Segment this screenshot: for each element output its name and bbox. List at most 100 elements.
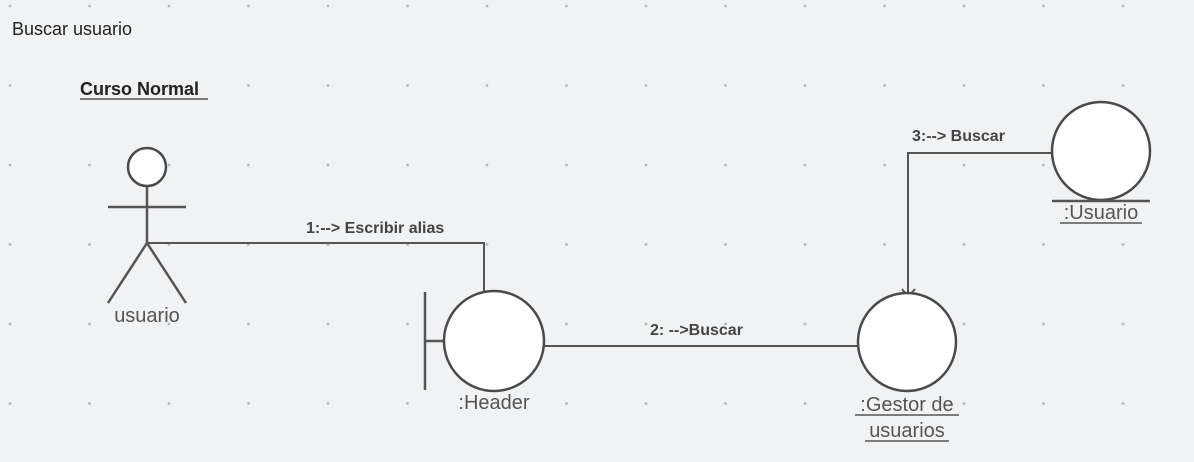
grid-dot: [167, 84, 171, 87]
grid-dot: [803, 84, 807, 87]
grid-dot: [565, 243, 568, 246]
diagram-title: Buscar usuario: [12, 19, 132, 39]
grid-dot: [883, 84, 886, 87]
grid-dot: [803, 243, 807, 246]
grid-dot: [485, 243, 489, 246]
grid-dot: [485, 402, 489, 405]
grid-dot: [962, 402, 966, 405]
grid-dot: [485, 4, 489, 8]
message-1-label: 1:--> Escribir alias: [306, 220, 444, 237]
grid-dot: [88, 322, 91, 326]
grid-dot: [724, 243, 727, 246]
grid-dot: [8, 243, 12, 246]
grid-dot: [724, 402, 727, 405]
grid-dot: [406, 84, 409, 87]
grid-dot: [565, 84, 568, 87]
grid-dot: [88, 163, 91, 167]
actor-right-leg: [145, 242, 188, 304]
grid-dot: [962, 243, 966, 246]
grid-dot: [962, 322, 966, 326]
grid-dot: [247, 322, 250, 326]
grid-dot: [1042, 84, 1045, 87]
actor-head: [126, 146, 168, 188]
grid-dot: [326, 4, 330, 8]
grid-dot: [1042, 163, 1045, 167]
grid-dot: [962, 4, 966, 8]
grid-dot: [1042, 4, 1045, 8]
grid-dot: [406, 402, 409, 405]
grid-dot: [167, 4, 171, 8]
grid-dot: [1121, 402, 1125, 405]
grid-dot: [88, 402, 91, 405]
grid-dot: [167, 163, 171, 167]
boundary-header[interactable]: :Header: [423, 289, 546, 414]
grid-dot: [565, 322, 568, 326]
control-label-line1: :Gestor de: [860, 394, 953, 416]
grid-dot: [1121, 322, 1125, 326]
grid-dot: [8, 4, 12, 8]
grid-dot: [8, 84, 12, 87]
grid-dot: [485, 84, 489, 87]
grid-dot: [565, 4, 568, 8]
entity-label: :Usuario: [1064, 202, 1138, 224]
grid-dot: [724, 163, 727, 167]
grid-dot: [1121, 4, 1125, 8]
grid-dot: [485, 163, 489, 167]
grid-dot: [406, 4, 409, 8]
entity-usuario[interactable]: :Usuario: [1050, 100, 1152, 224]
grid-dot: [88, 243, 91, 246]
link-usuario-gestor[interactable]: [907, 152, 1052, 295]
section-heading-group: Curso Normal: [80, 79, 208, 100]
grid-dot: [644, 163, 648, 167]
grid-dot: [644, 4, 648, 8]
grid-dot: [803, 322, 807, 326]
grid-dot: [724, 84, 727, 87]
grid-dot: [644, 402, 648, 405]
grid-dot: [803, 163, 807, 167]
grid-dot: [1042, 243, 1045, 246]
grid-dot: [1042, 402, 1045, 405]
grid-dot: [644, 84, 648, 87]
grid-dot: [326, 402, 330, 405]
grid-dot: [406, 322, 409, 326]
control-label-line2: usuarios: [869, 420, 945, 442]
grid-dot: [406, 163, 409, 167]
grid-dot: [565, 163, 568, 167]
grid-dot: [8, 163, 12, 167]
grid-dot: [565, 402, 568, 405]
grid-dot: [326, 163, 330, 167]
grid-dot: [326, 322, 330, 326]
grid-dot: [644, 243, 648, 246]
grid-dot: [8, 402, 12, 405]
entity-circle: [1050, 100, 1152, 202]
actor-usuario[interactable]: usuario: [106, 146, 188, 327]
grid-dot: [88, 84, 91, 87]
section-heading: Curso Normal: [80, 79, 199, 99]
message-3-label: 3:--> Buscar: [912, 128, 1005, 145]
actor-label: usuario: [114, 305, 180, 327]
boundary-label: :Header: [458, 392, 529, 414]
grid-dot: [247, 4, 250, 8]
grid-dot: [883, 163, 886, 167]
grid-dot: [1121, 84, 1125, 87]
grid-dot: [88, 4, 91, 8]
control-circle: [856, 291, 958, 393]
grid-dot: [803, 402, 807, 405]
grid-dot: [962, 84, 966, 87]
grid-dot: [724, 4, 727, 8]
link-actor-header[interactable]: [148, 242, 485, 292]
message-2-label: 2: -->Buscar: [650, 322, 743, 339]
grid-dot: [1121, 243, 1125, 246]
grid-dot: [167, 322, 171, 326]
grid-dot: [883, 402, 886, 405]
grid-dot: [883, 4, 886, 8]
grid-dot: [167, 402, 171, 405]
grid-dot: [803, 4, 807, 8]
grid-dot: [962, 163, 966, 167]
control-gestor-usuarios[interactable]: :Gestor de usuarios: [855, 291, 959, 442]
grid-dot: [644, 322, 648, 326]
grid-dot: [883, 243, 886, 246]
grid-dot: [326, 84, 330, 87]
grid-dot: [8, 322, 12, 326]
